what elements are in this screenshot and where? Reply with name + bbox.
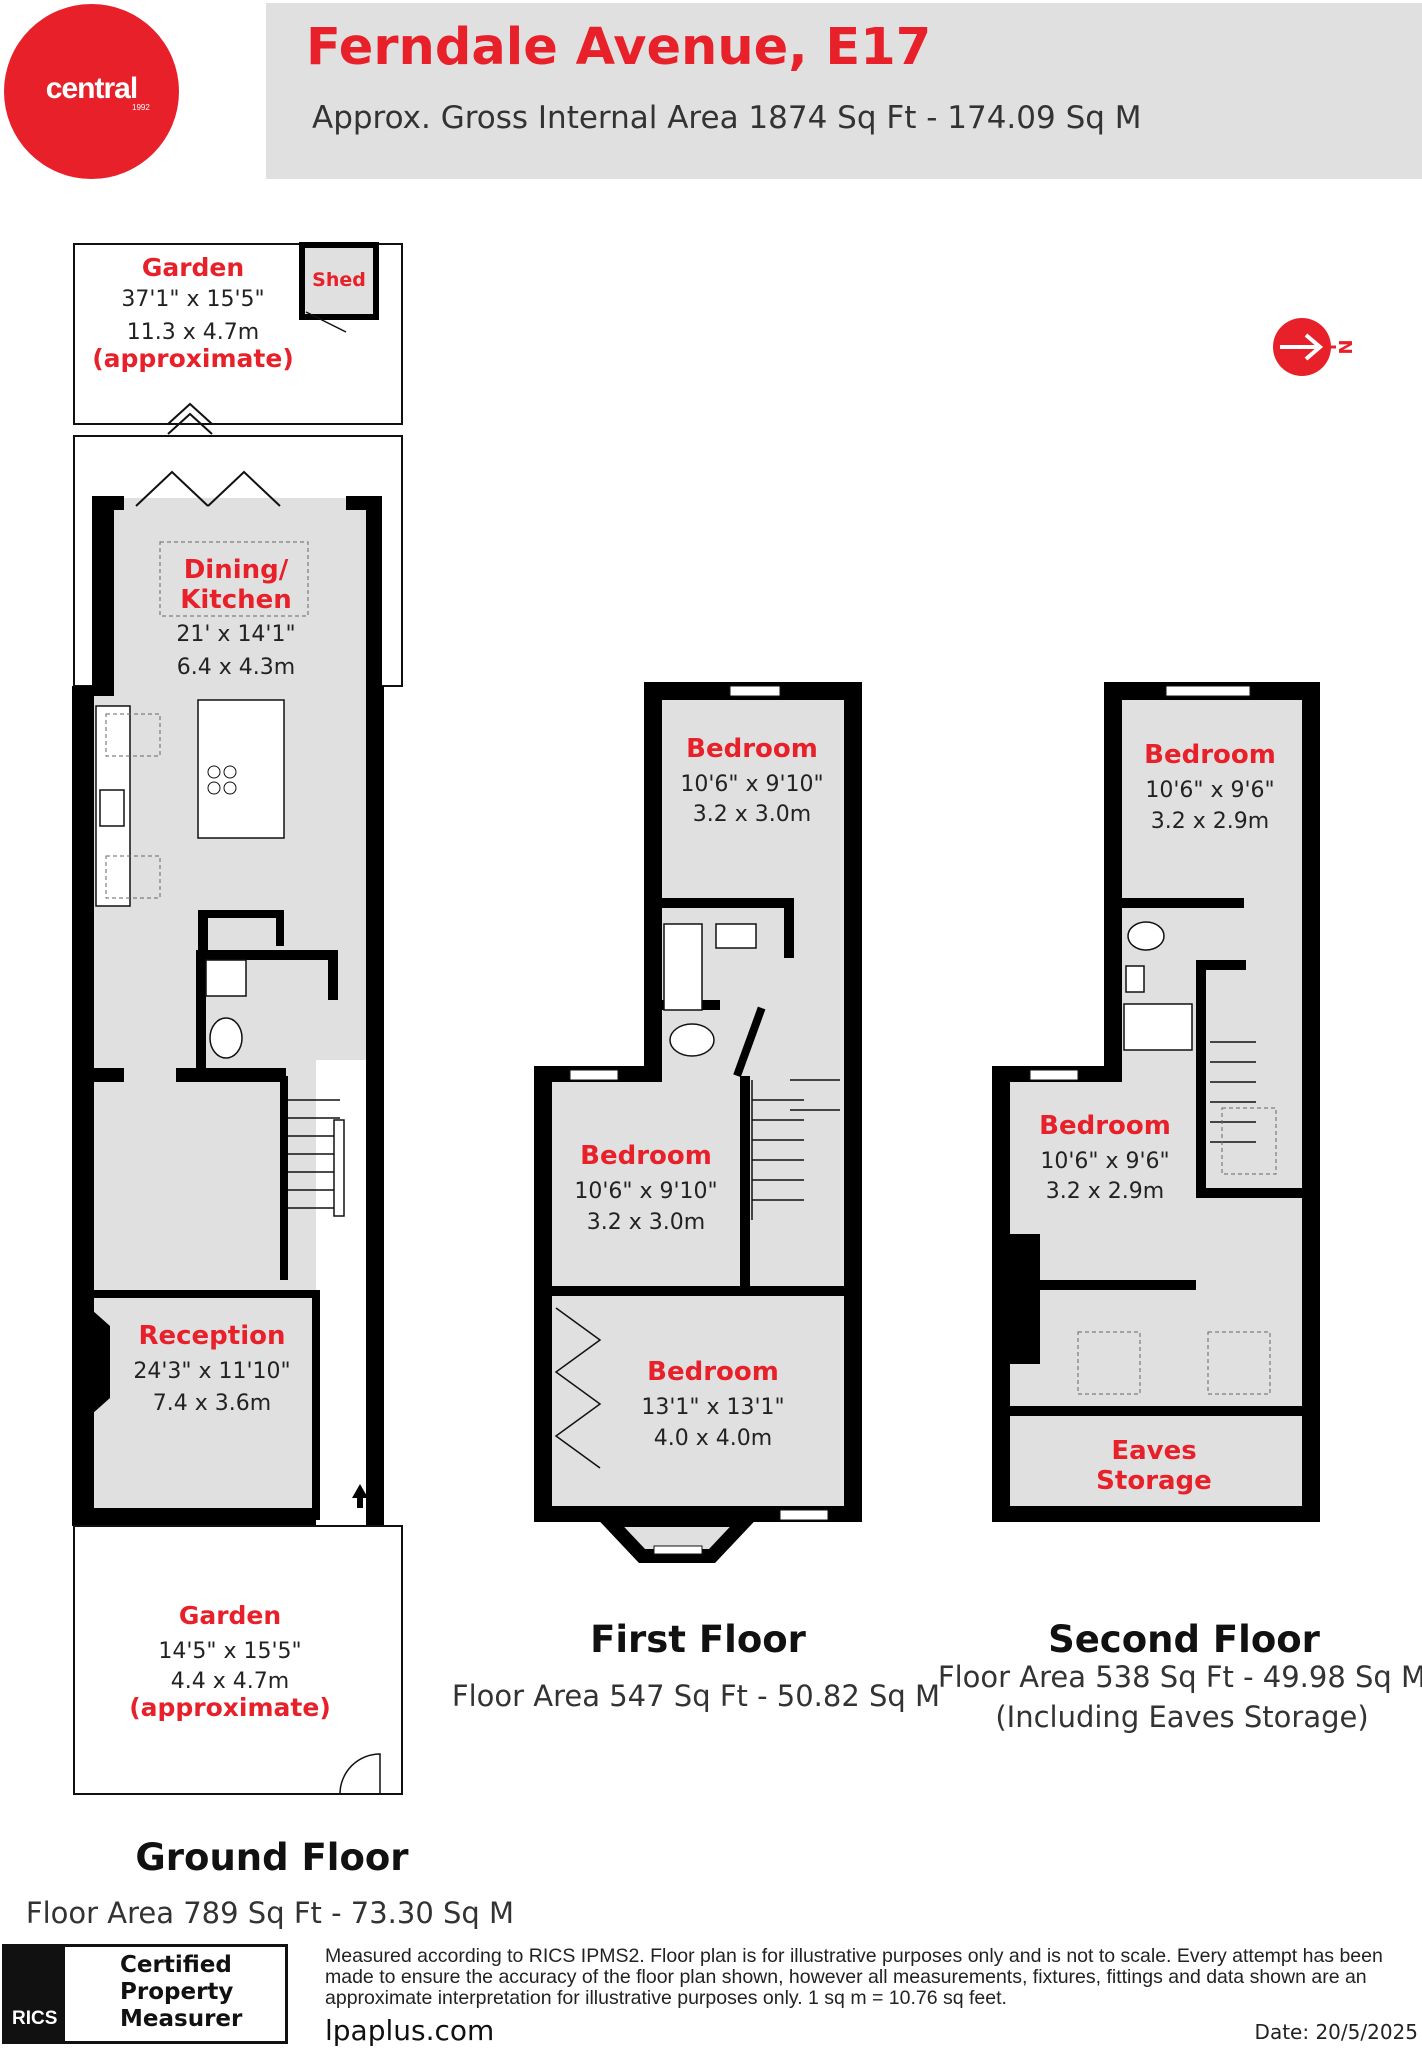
sf-bedroom-rear-name: Bedroom [1144,740,1276,770]
compass-label: N [1334,339,1355,354]
second-floor-area-note: (Including Eaves Storage) [995,1700,1368,1734]
ground-floor-title: Ground Floor [135,1836,409,1879]
north-compass-icon: N [1273,318,1355,376]
ff-bedroom-rear-name: Bedroom [686,734,818,764]
rear-garden-note: (approximate) [92,344,294,373]
second-floor-area: Floor Area 538 Sq Ft - 49.98 Sq M [938,1660,1422,1694]
sf-bedroom-front-imperial: 10'6" x 9'6" [1040,1149,1169,1174]
logo-year: 1992 [132,103,150,112]
cert-line-2: Property [120,1979,234,2005]
shed-name: Shed [312,269,366,291]
rics-word: RICS [12,2008,58,2029]
sf-bedroom-front-metric: 3.2 x 2.9m [1046,1179,1164,1204]
eaves-name-1: Eaves [1111,1436,1196,1466]
reception-name: Reception [138,1321,285,1351]
sf-bedroom-rear-imperial: 10'6" x 9'6" [1145,778,1274,803]
ff-bedroom-rear-metric: 3.2 x 3.0m [693,802,811,827]
rics-badge [2,1944,288,2044]
ff-bedroom-front-name: Bedroom [647,1357,779,1387]
first-floor-title: First Floor [590,1618,807,1661]
rics-certification: Certified Property Measurer [120,1952,242,2033]
rear-garden-name: Garden [142,253,244,282]
page-title: Ferndale Avenue, E17 [306,18,932,77]
reception-imperial: 24'3" x 11'10" [133,1359,290,1384]
header-band [266,3,1422,179]
rics-logo [5,1947,65,2041]
dining-kitchen-imperial: 21' x 14'1" [176,622,295,647]
front-garden-metric: 4.4 x 4.7m [171,1669,289,1694]
first-floor-area: Floor Area 547 Sq Ft - 50.82 Sq M [452,1679,940,1713]
ff-bedroom-middle-imperial: 10'6" x 9'10" [574,1179,717,1204]
second-floor-plan: Bedroom 10'6" x 9'6" 3.2 x 2.9m Bedroom … [938,682,1422,1734]
dining-kitchen-metric: 6.4 x 4.3m [177,655,295,680]
dining-kitchen-name-1: Dining/ [184,555,289,585]
first-floor-plan: Bedroom 10'6" x 9'10" 3.2 x 3.0m Bedroom… [452,682,940,1713]
ground-floor-area: Floor Area 789 Sq Ft - 73.30 Sq M [26,1896,514,1930]
reception-metric: 7.4 x 3.6m [153,1391,271,1416]
second-floor-title: Second Floor [1048,1618,1321,1661]
website-link[interactable]: lpaplus.com [325,2014,495,2047]
ground-floor-plan: Garden 37'1" x 15'5" 11.3 x 4.7m (approx… [26,242,514,1930]
cert-line-1: Certified [120,1952,232,1978]
plan-date: Date: 20/5/2025 [1254,2020,1418,2044]
ff-bedroom-front-imperial: 13'1" x 13'1" [641,1395,784,1420]
front-garden-note: (approximate) [129,1693,331,1722]
eaves-name-2: Storage [1096,1466,1212,1496]
rear-garden-metric: 11.3 x 4.7m [127,320,259,345]
shed [299,242,379,320]
rear-garden-imperial: 37'1" x 15'5" [121,287,264,312]
central-logo [4,4,179,179]
sf-bedroom-rear-metric: 3.2 x 2.9m [1151,809,1269,834]
cert-line-3: Measurer [120,2006,243,2032]
sf-bedroom-front-name: Bedroom [1039,1111,1171,1141]
ff-bedroom-front-metric: 4.0 x 4.0m [654,1426,772,1451]
logo-text: central [45,72,138,105]
ff-bedroom-middle-metric: 3.2 x 3.0m [587,1210,705,1235]
ff-bedroom-middle-name: Bedroom [580,1141,712,1171]
dining-kitchen-name-2: Kitchen [180,585,292,615]
front-garden-imperial: 14'5" x 15'5" [158,1639,301,1664]
ff-bedroom-rear-imperial: 10'6" x 9'10" [680,772,823,797]
disclaimer: Measured according to RICS IPMS2. Floor … [325,1945,1383,2009]
front-garden-name: Garden [179,1601,281,1630]
front-garden-area [73,1525,403,1795]
kitchen-island [197,699,285,839]
page-subtitle: Approx. Gross Internal Area 1874 Sq Ft -… [312,100,1142,136]
